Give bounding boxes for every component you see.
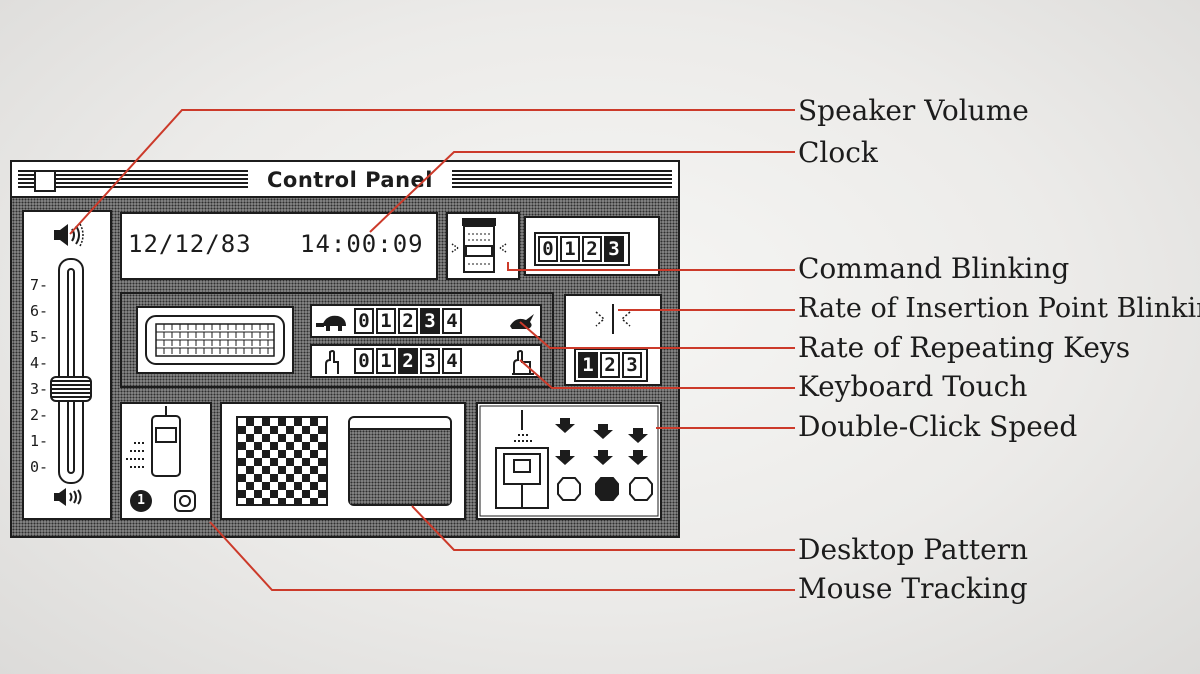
repeat-rate-option-2[interactable]: 2 <box>398 308 418 334</box>
clock-date[interactable]: 12/12/83 <box>128 230 252 258</box>
command-blinking-icon-panel <box>446 212 520 280</box>
command-blinking-option-0[interactable]: 0 <box>538 236 558 262</box>
mouse-tracking-option-0[interactable] <box>174 490 196 512</box>
callout-line-mouse-tracking <box>209 521 795 591</box>
title-bar[interactable]: Control Panel <box>12 162 678 198</box>
pattern-editor[interactable] <box>236 416 328 506</box>
callout-line-command-blinking <box>507 262 795 271</box>
label-speaker-volume: Speaker Volume <box>798 94 1029 127</box>
control-panel-window: Control Panel 7- 6- 5- 4- 3- 2- 1- 0- <box>10 160 680 538</box>
keyboard-touch-option-0[interactable]: 0 <box>354 348 374 374</box>
volume-slider-track[interactable] <box>58 258 84 484</box>
repeat-rate-option-3[interactable]: 3 <box>420 308 440 334</box>
control-panel-content: 7- 6- 5- 4- 3- 2- 1- 0- 12/12/83 14:00:09 <box>12 198 678 536</box>
label-repeating-keys: Rate of Repeating Keys <box>798 331 1131 364</box>
callout-line-repeating-keys <box>519 321 795 349</box>
volume-slider-thumb[interactable] <box>50 376 92 402</box>
desktop-preview[interactable] <box>348 416 452 506</box>
volume-tick-2: 2- <box>30 406 49 424</box>
window-title: Control Panel <box>248 166 452 194</box>
double-click-icons <box>479 405 659 517</box>
insertion-blink-option-3[interactable]: 3 <box>622 352 642 378</box>
volume-tick-7: 7- <box>30 276 49 294</box>
clock-time[interactable]: 14:00:09 <box>300 230 424 258</box>
label-mouse-tracking: Mouse Tracking <box>798 572 1028 605</box>
volume-scale: 7- 6- 5- 4- 3- 2- 1- 0- <box>30 276 60 486</box>
keyboard-touch-option-2[interactable]: 2 <box>398 348 418 374</box>
label-desktop-pattern: Desktop Pattern <box>798 533 1029 566</box>
insertion-point-icon <box>595 304 631 334</box>
speaker-volume-panel: 7- 6- 5- 4- 3- 2- 1- 0- <box>22 210 112 520</box>
mouse-tracking-panel: 1 <box>120 402 212 520</box>
repeat-rate-option-1[interactable]: 1 <box>376 308 396 334</box>
mouse-icon <box>126 406 181 477</box>
command-blinking-option-3[interactable]: 3 <box>604 236 624 262</box>
volume-tick-1: 1- <box>30 432 49 450</box>
repeat-rate-option-4[interactable]: 4 <box>442 308 462 334</box>
label-clock: Clock <box>798 136 878 169</box>
menu-blink-icon <box>451 218 507 273</box>
speaker-soft-icon <box>52 486 88 508</box>
tracking-ring-icon <box>179 495 191 507</box>
mouse-tracking-option-1[interactable]: 1 <box>130 490 152 512</box>
rabbit-icon <box>508 312 538 332</box>
callout-line-clock <box>369 151 795 233</box>
double-click-panel <box>476 402 662 520</box>
keyboard-touch-option-4[interactable]: 4 <box>442 348 462 374</box>
close-box[interactable] <box>34 170 56 192</box>
turtle-icon <box>316 312 352 332</box>
volume-tick-4: 4- <box>30 354 49 372</box>
volume-tick-0: 0- <box>30 458 49 476</box>
desktop-pattern-panel <box>220 402 466 520</box>
callout-line-desktop-pattern <box>411 505 795 551</box>
command-blinking-option-2[interactable]: 2 <box>582 236 602 262</box>
callout-line-speaker-volume <box>69 109 795 235</box>
insertion-blink-option-1[interactable]: 1 <box>578 352 598 378</box>
keyboard-icon-panel <box>136 306 294 374</box>
volume-slider-groove <box>67 268 75 474</box>
keyboard-touch-option-1[interactable]: 1 <box>376 348 396 374</box>
volume-tick-6: 6- <box>30 302 49 320</box>
desktop-preview-pattern <box>350 428 450 504</box>
keyboard-touch-option-3[interactable]: 3 <box>420 348 440 374</box>
light-touch-hand-icon <box>320 350 344 376</box>
insertion-blink-option-2[interactable]: 2 <box>600 352 620 378</box>
label-insertion-point-blinking: Rate of Insertion Point Blinking <box>798 293 1200 324</box>
label-keyboard-touch: Keyboard Touch <box>798 370 1028 403</box>
repeat-rate-option-0[interactable]: 0 <box>354 308 374 334</box>
volume-tick-3: 3- <box>30 380 49 398</box>
keyboard-icon <box>145 315 285 365</box>
label-command-blinking: Command Blinking <box>798 252 1070 285</box>
callout-line-keyboard-touch <box>519 359 795 389</box>
label-double-click-speed: Double-Click Speed <box>798 410 1078 443</box>
command-blinking-option-1[interactable]: 1 <box>560 236 580 262</box>
volume-tick-5: 5- <box>30 328 49 346</box>
clock-panel[interactable]: 12/12/83 14:00:09 <box>120 212 438 280</box>
